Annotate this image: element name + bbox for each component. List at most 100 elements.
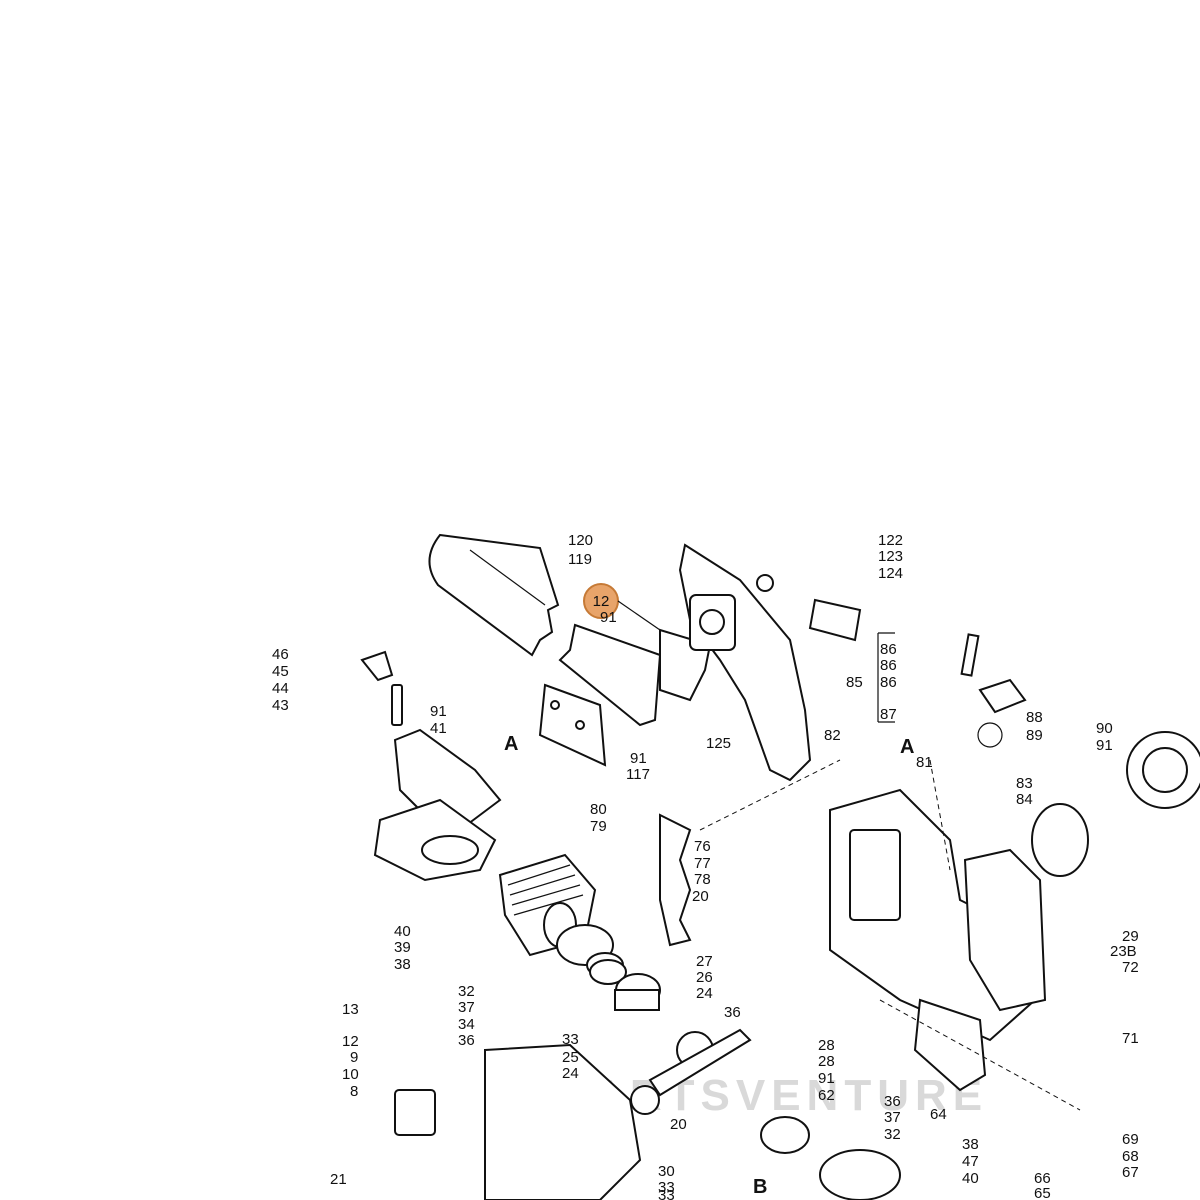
cylinder-lower [760, 1116, 901, 1200]
callout-c71: 71 [1122, 1030, 1139, 1047]
callout-c8: 8 [350, 1083, 358, 1100]
callout-c91c: 91 [430, 703, 447, 720]
section-marker: A [504, 733, 518, 755]
callout-c21: 21 [330, 1171, 347, 1188]
callout-c64: 64 [930, 1106, 947, 1123]
callout-c36c: 36 [884, 1093, 901, 1110]
callout-c91e: 91 [818, 1070, 835, 1087]
callout-c80: 80 [590, 801, 607, 818]
piston-rings [586, 952, 627, 985]
callout-c86b: 86 [880, 657, 897, 674]
callout-c66: 66 [1034, 1170, 1051, 1187]
callout-c29: 29 [1122, 928, 1139, 945]
callout-c86a: 86 [880, 641, 897, 658]
callout-c122: 122 [878, 532, 903, 549]
callout-c20b: 20 [670, 1116, 687, 1133]
callout-c28b: 28 [818, 1053, 835, 1070]
callout-c33b: 33 [658, 1179, 675, 1196]
callout-c123: 123 [878, 548, 903, 565]
callout-c62: 62 [818, 1087, 835, 1104]
callout-c33c: 33 [658, 1187, 675, 1200]
section-marker: A [900, 736, 914, 758]
callout-c78: 78 [694, 871, 711, 888]
carb-bracket [913, 998, 987, 1092]
callout-c33a: 33 [562, 1031, 579, 1048]
callout-c39: 39 [394, 939, 411, 956]
callout-c12b: 12 [342, 1033, 359, 1050]
callout-c91d: 91 [630, 750, 647, 767]
callout-c46: 46 [272, 646, 289, 663]
callout-c69: 69 [1122, 1131, 1139, 1148]
callout-c44: 44 [272, 680, 289, 697]
callout-c88: 88 [1026, 709, 1043, 726]
callout-c26: 26 [696, 969, 713, 986]
callout-c82: 82 [824, 727, 841, 744]
oil-pump-rod [960, 633, 980, 677]
callout-c34: 34 [458, 1016, 475, 1033]
callout-c77: 77 [694, 855, 711, 872]
callout-c76: 76 [694, 838, 711, 855]
callout-c36b: 36 [724, 1004, 741, 1021]
cover-plate-124 [808, 598, 862, 642]
callout-c40b: 40 [962, 1170, 979, 1187]
callout-c13: 13 [342, 1001, 359, 1018]
guide-bar [428, 533, 560, 657]
highlight-label: 12 [593, 593, 610, 610]
callout-c79: 79 [590, 818, 607, 835]
clutch-drum [1126, 731, 1200, 809]
crankcase-left [484, 1043, 642, 1200]
sprocket-cover [678, 543, 812, 782]
callout-c84: 84 [1016, 791, 1033, 808]
callout-c86c: 86 [880, 674, 897, 691]
piston [614, 973, 661, 1011]
starter-pulley [1031, 803, 1089, 877]
callout-c83: 83 [1016, 775, 1033, 792]
callout-c32a: 32 [458, 983, 475, 1000]
leader-line [617, 600, 661, 631]
assembly-axis [879, 999, 1081, 1111]
ignition-coil [394, 1089, 436, 1136]
callout-c68: 68 [1122, 1148, 1139, 1165]
callout-c28a: 28 [818, 1037, 835, 1054]
callout-c65: 65 [1034, 1185, 1051, 1200]
callout-c38b: 38 [962, 1136, 979, 1153]
chain-tensioner [659, 813, 692, 947]
fuel-cap-88 [977, 678, 1027, 748]
callout-c89: 89 [1026, 727, 1043, 744]
main-housing [829, 788, 1047, 1042]
washer-123 [756, 574, 774, 592]
callout-c9: 9 [350, 1049, 358, 1066]
assembly-axis [699, 759, 841, 831]
callout-c43: 43 [272, 697, 289, 714]
callout-c87: 87 [880, 706, 897, 723]
callout-c120: 120 [568, 532, 593, 549]
group-bracket [877, 632, 895, 723]
callout-c91b: 91 [1096, 737, 1113, 754]
callout-c47: 47 [962, 1153, 979, 1170]
bar-plate-lower [538, 683, 607, 767]
callout-c38a: 38 [394, 956, 411, 973]
muffler-assembly [373, 728, 502, 882]
callout-c27: 27 [696, 953, 713, 970]
callout-c25: 25 [562, 1049, 579, 1066]
callout-c119: 119 [568, 551, 592, 568]
callout-c85: 85 [846, 674, 863, 691]
crankshaft [630, 1028, 752, 1115]
assembly-axis [929, 759, 951, 871]
section-marker: B [753, 1176, 767, 1198]
callout-c24a: 24 [696, 985, 713, 1002]
callout-c67: 67 [1122, 1164, 1139, 1181]
callout-c37a: 37 [458, 999, 475, 1016]
callout-c125: 125 [706, 735, 731, 752]
callout-c72: 72 [1122, 959, 1139, 976]
callout-c117: 117 [626, 766, 650, 783]
callout-c37b: 37 [884, 1109, 901, 1126]
callout-c32b: 32 [884, 1126, 901, 1143]
callout-c23b: 23B [1110, 943, 1137, 960]
callout-c90: 90 [1096, 720, 1113, 737]
callout-c41: 41 [430, 720, 447, 737]
callout-c40a: 40 [394, 923, 411, 940]
callout-c36a: 36 [458, 1032, 475, 1049]
callout-c81: 81 [916, 754, 933, 771]
